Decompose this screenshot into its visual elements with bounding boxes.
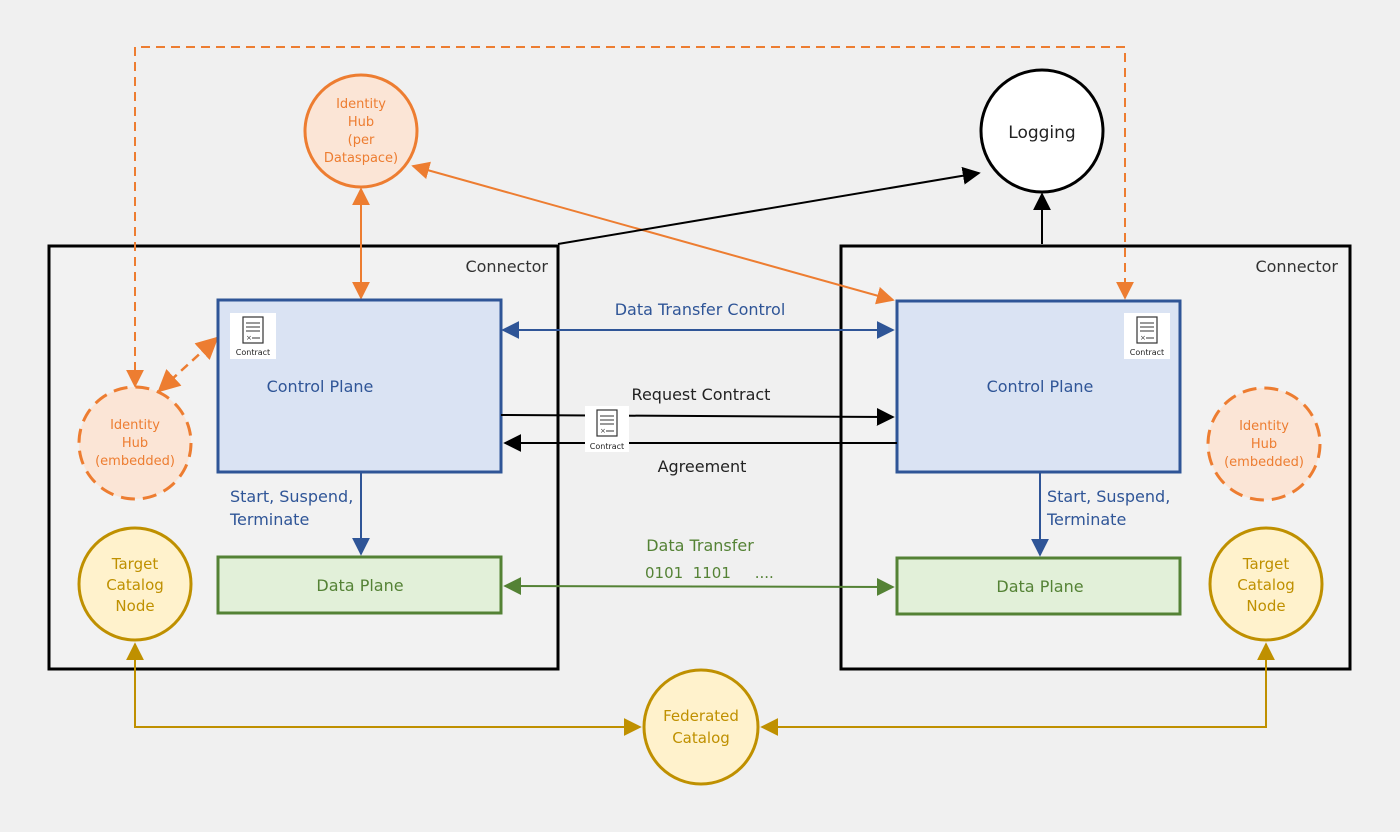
request-contract-label: Request Contract: [632, 385, 771, 404]
catalog-left-line-3: Node: [115, 597, 154, 615]
federated-catalog-line-2: Catalog: [672, 729, 730, 747]
left-start-suspend-line-2: Terminate: [229, 510, 309, 529]
catalog-right-line-2: Catalog: [1237, 576, 1295, 594]
right-start-suspend-line-1: Start, Suspend,: [1047, 487, 1170, 506]
identity-hub-embedded-left[interactable]: [77, 385, 193, 501]
identity-hub-left-line-2: Hub: [122, 436, 148, 451]
contract-icon: × Contract: [585, 406, 629, 452]
arrow-dataspace-hub-right-cp: [411, 161, 895, 305]
svg-text:×: ×: [1140, 334, 1146, 342]
data-plane-left[interactable]: [216, 555, 503, 615]
catalog-left-line-2: Catalog: [106, 576, 164, 594]
contract-icon: × Contract: [230, 313, 276, 359]
logging-node[interactable]: [979, 68, 1105, 194]
contract-badge-label: Contract: [590, 442, 624, 451]
target-catalog-node-left[interactable]: [77, 526, 193, 642]
contract-badge-label: Contract: [236, 348, 270, 357]
data-transfer-control-label: Data Transfer Control: [615, 300, 786, 319]
arrow-request-contract: [500, 407, 895, 426]
data-transfer-bits: 0101 1101 ....: [645, 564, 774, 582]
target-catalog-node-right[interactable]: [1208, 526, 1324, 642]
arrow-catalog-right-federated: [760, 642, 1275, 736]
contract-badge-label: Contract: [1130, 348, 1164, 357]
catalog-right-line-3: Node: [1246, 597, 1285, 615]
identity-hub-dataspace-line-3: (per: [348, 133, 375, 148]
catalog-left-line-1: Target: [111, 555, 159, 573]
identity-hub-embedded-right[interactable]: [1206, 386, 1322, 502]
identity-hub-left-line-3: (embedded): [95, 454, 175, 469]
agreement-label: Agreement: [658, 457, 747, 476]
arrow-catalog-left-federated: [126, 642, 642, 736]
arrow-data-transfer: [503, 577, 895, 596]
control-plane-left-label: Control Plane: [267, 377, 374, 396]
identity-hub-right-line-1: Identity: [1239, 419, 1289, 434]
arrow-left-connector-to-logging: [557, 166, 981, 245]
data-plane-left-label: Data Plane: [316, 576, 403, 595]
identity-hub-left-line-1: Identity: [110, 418, 160, 433]
identity-hub-dataspace[interactable]: [303, 73, 419, 189]
control-plane-right[interactable]: [895, 299, 1182, 474]
left-start-suspend-line-1: Start, Suspend,: [230, 487, 353, 506]
svg-text:×: ×: [600, 427, 606, 435]
arrow-embedded-hub-contract: [157, 336, 219, 393]
data-plane-right[interactable]: [895, 556, 1182, 616]
identity-hub-dataspace-line-1: Identity: [336, 97, 386, 112]
federated-catalog-line-1: Federated: [663, 707, 739, 725]
connector-right-title: Connector: [1255, 257, 1338, 276]
data-plane-right-label: Data Plane: [996, 577, 1083, 596]
svg-text:×: ×: [246, 334, 252, 342]
identity-hub-dataspace-line-4: Dataspace): [324, 151, 398, 166]
data-transfer-label: Data Transfer: [646, 536, 754, 555]
identity-hub-dataspace-line-2: Hub: [348, 115, 374, 130]
logging-label: Logging: [1008, 123, 1075, 143]
dashed-identity-route: [126, 46, 1134, 388]
identity-hub-right-line-3: (embedded): [1224, 455, 1304, 470]
identity-hub-right-line-2: Hub: [1251, 437, 1277, 452]
right-start-suspend-line-2: Terminate: [1046, 510, 1126, 529]
connector-left-title: Connector: [465, 257, 548, 276]
contract-icon: × Contract: [1124, 313, 1170, 359]
control-plane-right-label: Control Plane: [987, 377, 1094, 396]
federated-catalog[interactable]: [642, 668, 760, 786]
catalog-right-line-1: Target: [1242, 555, 1290, 573]
